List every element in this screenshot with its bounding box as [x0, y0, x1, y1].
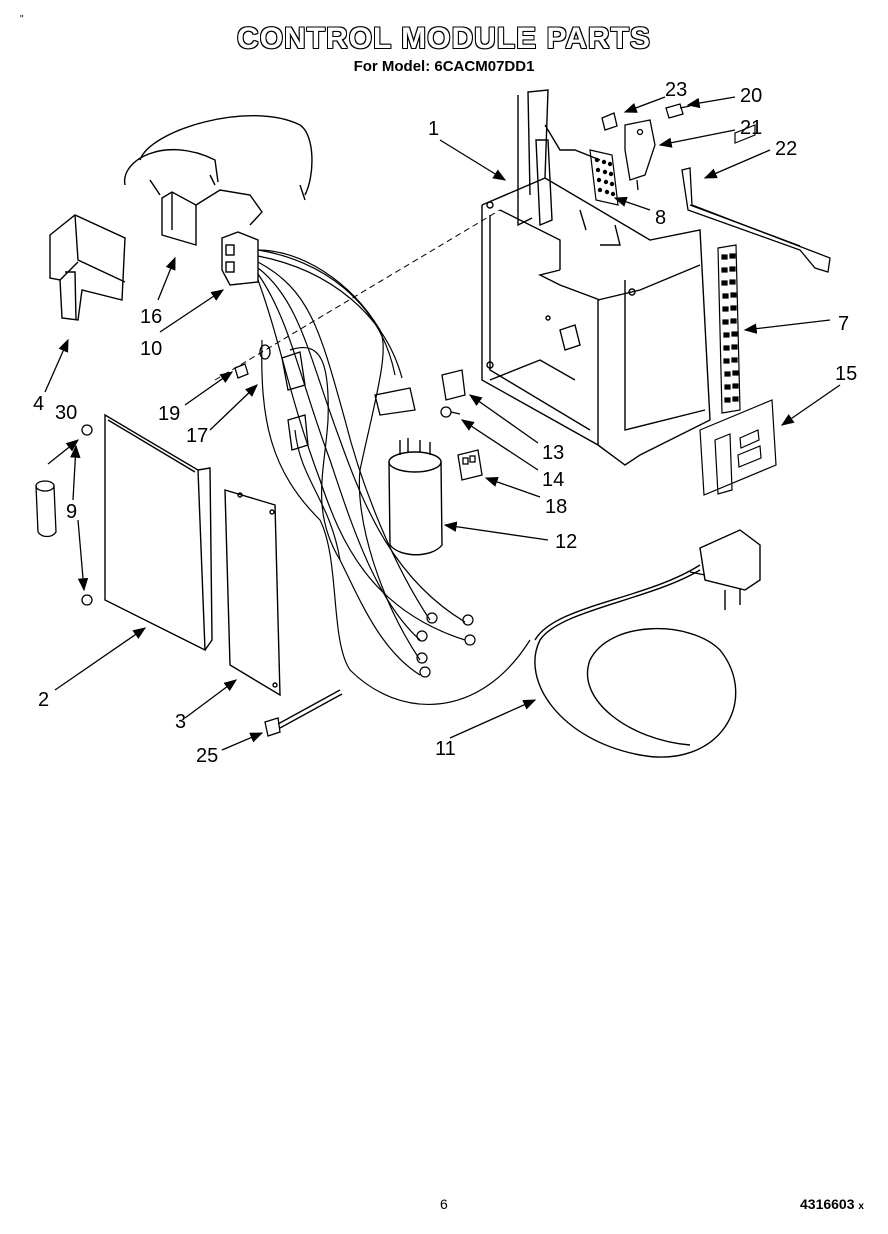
callout-14: 14 — [542, 469, 564, 491]
callout-25: 25 — [196, 745, 218, 767]
callout-15: 15 — [835, 363, 857, 385]
control-cover — [49, 214, 126, 321]
corner-mark: " — [20, 14, 24, 25]
callout-17: 17 — [186, 425, 208, 447]
callout-16: 16 — [140, 306, 162, 328]
control-board — [104, 413, 213, 652]
wire-terminals — [416, 612, 476, 678]
callout-23: 23 — [665, 79, 687, 101]
callout-30: 30 — [55, 402, 77, 424]
callout-arrows — [44, 96, 841, 751]
terminal-block — [457, 449, 483, 481]
washer — [259, 344, 271, 360]
page-title: CONTROL MODULE PARTS — [237, 22, 651, 55]
wire-connector — [221, 231, 259, 286]
callout-19: 19 — [158, 403, 180, 425]
callout-20: 20 — [740, 85, 762, 107]
document-number-suffix: x — [858, 1201, 864, 1212]
power-cord — [534, 529, 761, 758]
callout-18: 18 — [545, 496, 567, 518]
callout-21: 21 — [740, 117, 762, 139]
callout-11: 11 — [435, 738, 456, 760]
cable-tie — [264, 689, 343, 737]
board-screws — [81, 424, 93, 606]
bracket-screw — [440, 406, 461, 418]
screw — [665, 103, 691, 119]
callout-22: 22 — [775, 138, 797, 160]
ground-screw — [234, 363, 249, 379]
callout-9: 9 — [66, 501, 77, 523]
reference-line — [214, 209, 501, 381]
control-box-housing — [481, 89, 711, 466]
capacitor — [388, 438, 443, 556]
callout-7: 7 — [838, 313, 849, 335]
wiring-harness — [257, 249, 531, 706]
harness-plugs — [281, 351, 416, 451]
callout-3: 3 — [175, 711, 186, 733]
mounting-rail — [681, 167, 831, 273]
insulator-sheet — [224, 489, 281, 697]
callout-2: 2 — [38, 689, 49, 711]
document-number: 4316603 x — [800, 1196, 864, 1212]
mounting-bracket — [624, 119, 656, 191]
spacer — [35, 480, 57, 538]
callout-13: 13 — [542, 442, 564, 464]
model-subtitle: For Model: 6CACM07DD1 — [353, 58, 535, 75]
page-number: 6 — [440, 1196, 448, 1212]
document-number-value: 4316603 — [800, 1196, 855, 1212]
callout-4: 4 — [33, 393, 44, 415]
insulator-pad — [589, 149, 619, 206]
clip — [601, 112, 618, 131]
callout-labels: 1 23 20 21 22 8 7 15 16 10 4 30 9 19 17 … — [33, 79, 857, 767]
callout-1: 1 — [428, 118, 439, 140]
callout-10: 10 — [140, 338, 162, 360]
callout-8: 8 — [655, 207, 666, 229]
control-panel-label — [699, 124, 777, 496]
callout-12: 12 — [555, 531, 577, 553]
capacitor-bracket — [441, 369, 466, 401]
switch-module — [124, 115, 313, 246]
terminal-strip — [717, 244, 741, 414]
